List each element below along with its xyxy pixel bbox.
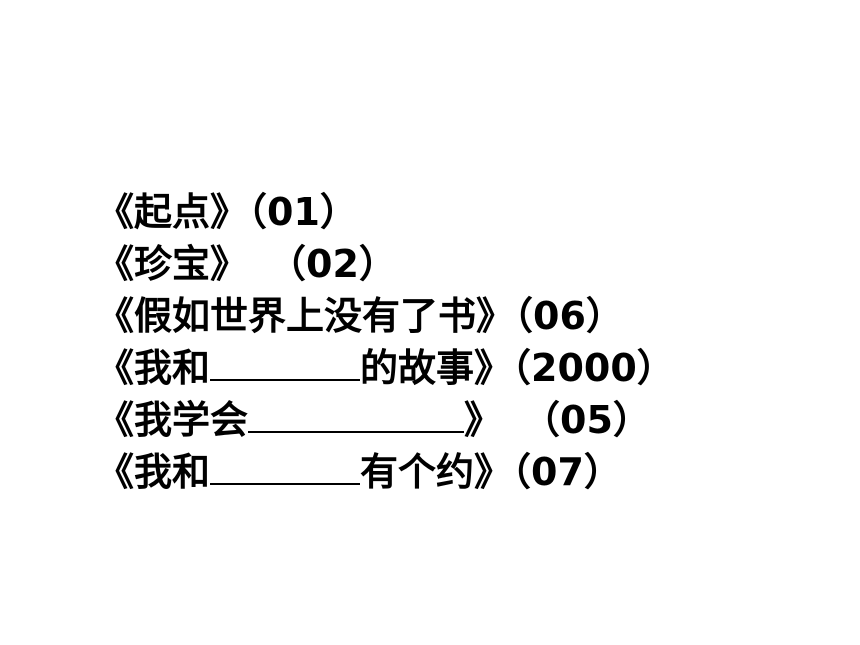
essay-title-code: （07） [512, 450, 622, 494]
essay-title-2: 《珍宝》 （02） [96, 238, 836, 290]
fill-in-blank [248, 401, 465, 433]
essay-title-text: 《起点》 [96, 190, 249, 234]
essay-title-suffix: 》 [464, 398, 503, 442]
essay-title-text: 《假如世界上没有了书》 [96, 294, 515, 338]
essay-title-code: （02） [268, 242, 397, 286]
essay-title-text: 《珍宝》 [96, 242, 249, 286]
essay-title-3: 《假如世界上没有了书》（06） [96, 290, 836, 342]
essay-title-suffix: 的故事》 [360, 346, 513, 390]
fill-in-blank [210, 349, 361, 381]
essay-title-code: （05） [522, 398, 651, 442]
fill-in-blank [210, 453, 361, 485]
essay-title-code: （2000） [512, 346, 675, 390]
essay-title-5: 《我学会 》 （05） [96, 394, 836, 446]
essay-title-4: 《我和 的故事》（2000） [96, 342, 836, 394]
essay-title-prefix: 《我和 [96, 450, 211, 494]
essay-title-1: 《起点》（01） [96, 186, 836, 238]
essay-title-prefix: 《我和 [96, 346, 211, 390]
essay-title-code: （06） [514, 294, 624, 338]
essay-title-code: （01） [248, 190, 358, 234]
essay-title-list: 《起点》（01） 《珍宝》 （02） 《假如世界上没有了书》（06） 《我和 的故事… [96, 186, 836, 498]
essay-title-suffix: 有个约》 [360, 450, 513, 494]
essay-title-prefix: 《我学会 [96, 398, 249, 442]
essay-title-6: 《我和 有个约》（07） [96, 446, 836, 498]
